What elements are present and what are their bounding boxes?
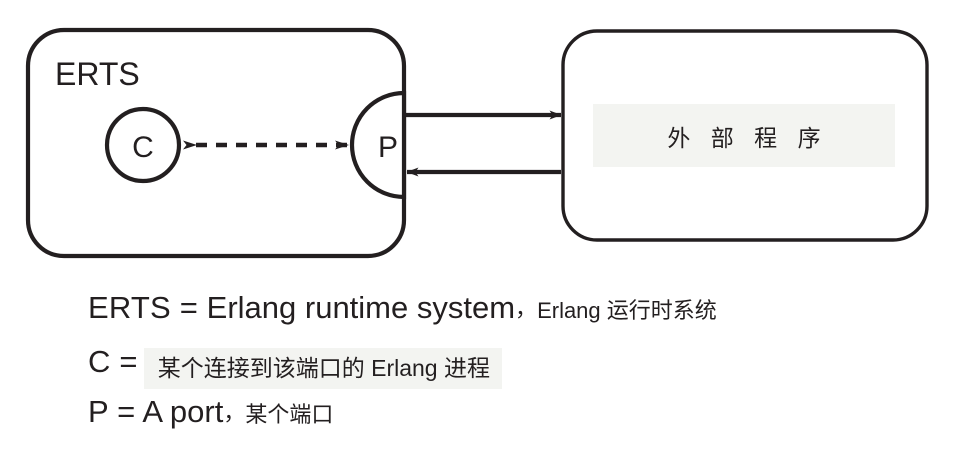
- external-program-highlight-band: [593, 104, 895, 167]
- legend-main-p: A port: [135, 394, 224, 429]
- process-node-circle: [104, 106, 182, 184]
- external-program-label: 外 部 程 序: [667, 124, 828, 151]
- erts-box-label: ERTS: [55, 56, 140, 92]
- legend-key-p: P =: [88, 394, 136, 429]
- legend-main-erts: Erlang runtime system: [198, 290, 516, 325]
- port-node-semicircle: [349, 90, 407, 200]
- process-node-label: C: [132, 131, 154, 164]
- legend: ERTS = Erlang runtime system ， Erlang 运行…: [88, 292, 948, 448]
- legend-key-c: C =: [88, 344, 138, 379]
- legend-key-erts: ERTS =: [88, 290, 199, 325]
- legend-separator-erts: ，: [515, 296, 538, 321]
- legend-translation-erts: Erlang 运行时系统: [537, 298, 717, 323]
- legend-row-p: P = A port ， 某个端口: [88, 396, 948, 448]
- legend-translation-c: 某个连接到该端口的 Erlang 进程: [143, 348, 502, 389]
- port-node-label: P: [378, 131, 398, 164]
- legend-translation-p: 某个端口: [245, 402, 334, 427]
- legend-row-erts: ERTS = Erlang runtime system ， Erlang 运行…: [88, 292, 948, 344]
- legend-row-c: C = 某个连接到该端口的 Erlang 进程: [88, 344, 948, 396]
- legend-separator-p: ，: [223, 400, 246, 425]
